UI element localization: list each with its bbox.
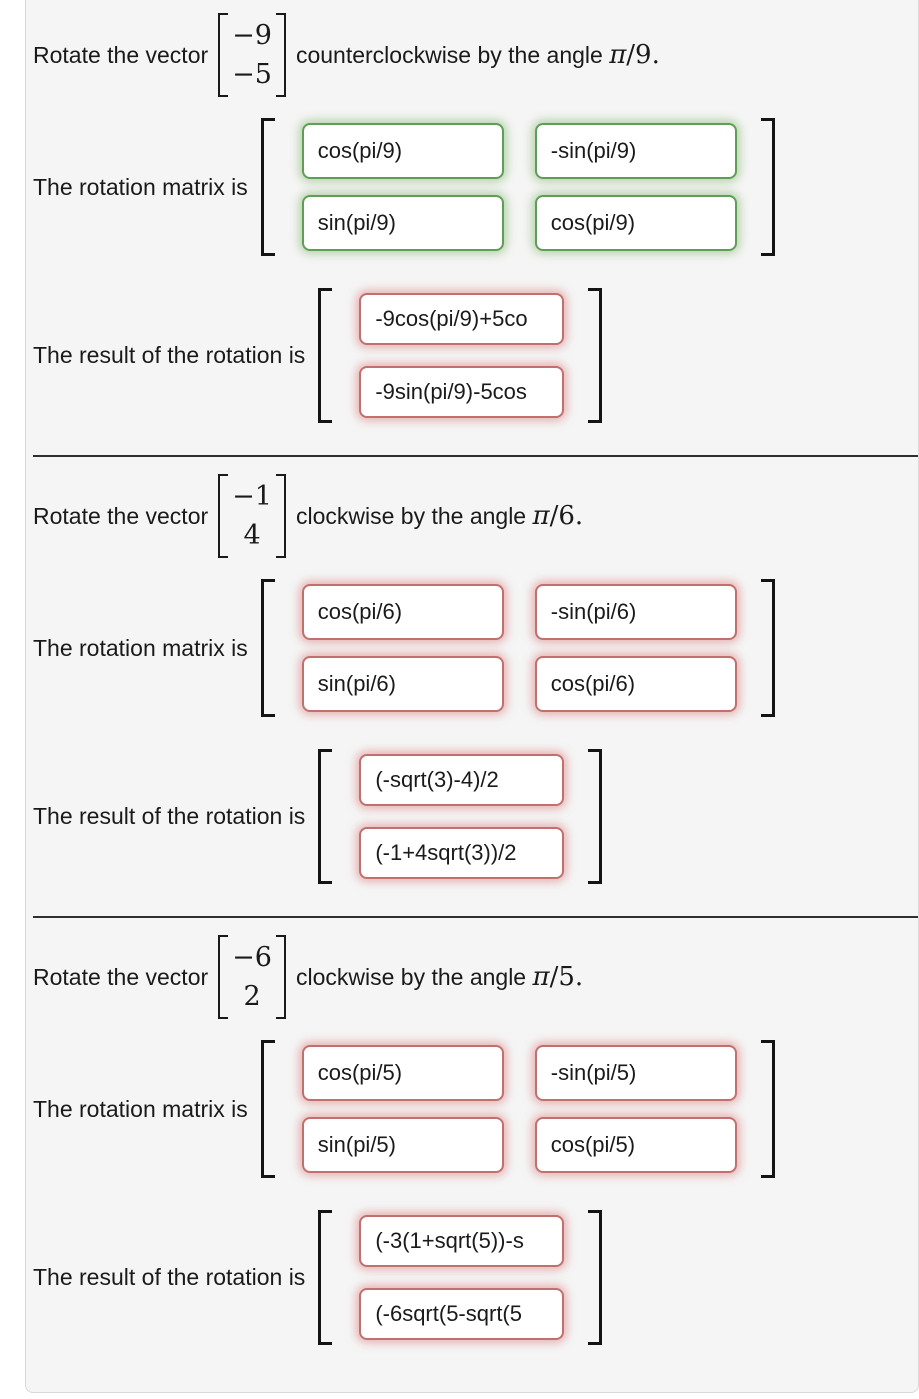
result-cell-input[interactable] — [359, 1215, 565, 1267]
rotation-result-row: The result of the rotation is — [33, 1210, 918, 1345]
vector-x: −9 — [232, 20, 272, 51]
rotation-result-row: The result of the rotation is — [33, 749, 918, 884]
vector-display: −1 4 — [218, 474, 286, 558]
result-left-bracket — [318, 749, 333, 884]
exercise-panel: Rotate the vector −9 −5 counterclockwise… — [25, 0, 919, 1393]
result-grid — [359, 749, 565, 884]
matrix-left-bracket — [260, 118, 275, 256]
matrix-left-bracket — [260, 579, 275, 717]
pi-symbol: π — [532, 962, 550, 992]
problem-prompt: Rotate the vector −9 −5 counterclockwise… — [33, 10, 918, 100]
rotation-matrix-label: The rotation matrix is — [33, 634, 248, 661]
prompt-suffix: clockwise by the angle π/6. — [295, 501, 584, 531]
rotation-result-label: The result of the rotation is — [33, 342, 306, 368]
result-right-bracket — [588, 749, 603, 884]
vector-display: −6 2 — [218, 935, 286, 1019]
matrix-grid — [301, 579, 737, 717]
angle-expression: π/6. — [532, 501, 584, 531]
vector-values: −6 2 — [228, 935, 276, 1019]
matrix-cell-input[interactable] — [301, 584, 504, 640]
vector-right-bracket — [275, 935, 286, 1019]
vector-y: 2 — [243, 981, 261, 1012]
result-cell-input[interactable] — [359, 827, 565, 879]
result-grid — [359, 288, 565, 423]
result-display — [318, 288, 603, 423]
rotation-matrix-label: The rotation matrix is — [33, 173, 248, 200]
result-right-bracket — [588, 1210, 603, 1345]
result-left-bracket — [318, 288, 333, 423]
matrix-cell-input[interactable] — [534, 1045, 737, 1101]
matrix-display — [260, 1040, 775, 1178]
rotation-result-row: The result of the rotation is — [33, 288, 918, 423]
problem-block-3: Rotate the vector −6 2 clockwise by the … — [33, 932, 918, 1345]
rotation-matrix-row: The rotation matrix is — [33, 1040, 918, 1178]
matrix-cell-input[interactable] — [534, 195, 737, 251]
problem-block-2: Rotate the vector −1 4 clockwise by the … — [33, 471, 918, 884]
prompt-prefix: Rotate the vector — [33, 963, 209, 990]
vector-x: −6 — [232, 942, 272, 973]
vector-left-bracket — [218, 13, 229, 97]
matrix-cell-input[interactable] — [301, 1045, 504, 1101]
matrix-cell-input[interactable] — [301, 656, 504, 712]
vector-y: −5 — [232, 59, 272, 90]
matrix-grid — [301, 1040, 737, 1178]
matrix-right-bracket — [760, 118, 775, 256]
angle-expression: π/5. — [532, 962, 584, 992]
vector-right-bracket — [275, 13, 286, 97]
prompt-suffix: counterclockwise by the angle π/9. — [295, 40, 660, 70]
prompt-suffix: clockwise by the angle π/5. — [295, 962, 584, 992]
problem-divider — [33, 916, 918, 918]
prompt-prefix: Rotate the vector — [33, 41, 209, 68]
matrix-cell-input[interactable] — [534, 1117, 737, 1173]
vector-y: 4 — [243, 520, 261, 551]
vector-left-bracket — [218, 935, 229, 1019]
result-cell-input[interactable] — [359, 366, 565, 418]
problem-divider — [33, 455, 918, 457]
result-cell-input[interactable] — [359, 293, 565, 345]
vector-x: −1 — [232, 481, 272, 512]
matrix-left-bracket — [260, 1040, 275, 1178]
matrix-cell-input[interactable] — [301, 195, 504, 251]
pi-symbol: π — [609, 40, 627, 70]
rotation-result-label: The result of the rotation is — [33, 1264, 306, 1290]
result-display — [318, 749, 603, 884]
matrix-right-bracket — [760, 1040, 775, 1178]
vector-values: −9 −5 — [228, 13, 276, 97]
rotation-matrix-label: The rotation matrix is — [33, 1095, 248, 1122]
rotation-result-label: The result of the rotation is — [33, 803, 306, 829]
vector-values: −1 4 — [228, 474, 276, 558]
result-cell-input[interactable] — [359, 754, 565, 806]
prompt-prefix: Rotate the vector — [33, 502, 209, 529]
result-display — [318, 1210, 603, 1345]
result-grid — [359, 1210, 565, 1345]
matrix-right-bracket — [760, 579, 775, 717]
matrix-cell-input[interactable] — [534, 656, 737, 712]
pi-symbol: π — [532, 501, 550, 531]
vector-left-bracket — [218, 474, 229, 558]
vector-right-bracket — [275, 474, 286, 558]
vector-display: −9 −5 — [218, 13, 286, 97]
problem-prompt: Rotate the vector −1 4 clockwise by the … — [33, 471, 918, 561]
rotation-matrix-row: The rotation matrix is — [33, 579, 918, 717]
angle-expression: π/9. — [609, 40, 660, 70]
matrix-cell-input[interactable] — [534, 123, 737, 179]
matrix-grid — [301, 118, 737, 256]
rotation-matrix-row: The rotation matrix is — [33, 118, 918, 256]
matrix-cell-input[interactable] — [301, 123, 504, 179]
problem-block-1: Rotate the vector −9 −5 counterclockwise… — [33, 10, 918, 423]
problem-prompt: Rotate the vector −6 2 clockwise by the … — [33, 932, 918, 1022]
matrix-cell-input[interactable] — [534, 584, 737, 640]
result-cell-input[interactable] — [359, 1288, 565, 1340]
matrix-cell-input[interactable] — [301, 1117, 504, 1173]
matrix-display — [260, 579, 775, 717]
result-right-bracket — [588, 288, 603, 423]
matrix-display — [260, 118, 775, 256]
result-left-bracket — [318, 1210, 333, 1345]
